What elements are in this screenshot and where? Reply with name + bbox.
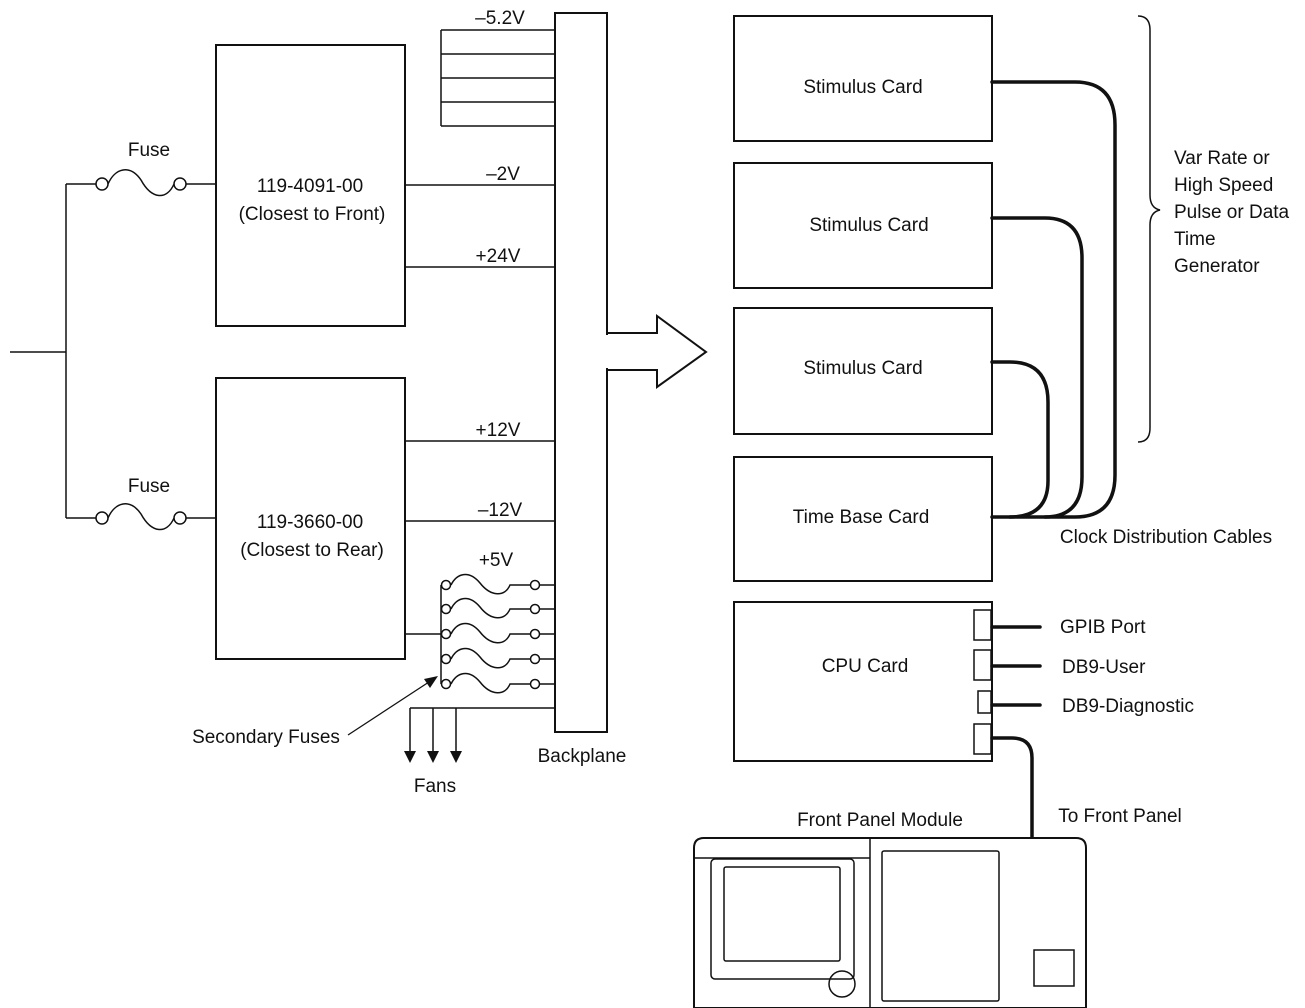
secondary-fuse-2 (440, 597, 555, 619)
generator-note-line-2: High Speed (1174, 175, 1273, 196)
bus-neg2v: –2V (405, 164, 555, 186)
generator-note-line-3: Pulse or Data (1174, 202, 1290, 223)
db9-user-label: DB9-User (1062, 657, 1146, 678)
cpu-card: CPU Card (733, 601, 993, 762)
secondary-fuses-leader-arrow-icon (424, 676, 438, 688)
power-supply-rear-location: (Closest to Rear) (240, 540, 384, 561)
stimulus-card-1-label: Stimulus Card (803, 77, 922, 98)
stimulus-card-2: Stimulus Card (733, 162, 993, 289)
secondary-fuse-bank: +5V (192, 550, 555, 748)
generator-note-line-4: Time (1174, 229, 1216, 250)
distribution-arrow (605, 314, 708, 389)
connector-gpib (973, 609, 992, 641)
bus-pos12v: +12V (405, 420, 555, 442)
power-supply-rear-part: 119-3660-00 (257, 512, 363, 533)
bus-neg5v2: –5.2V (440, 8, 555, 127)
front-panel-module-label: Front Panel Module (797, 810, 963, 831)
front-panel-knob-icon (828, 970, 856, 998)
stimulus-card-3-label: Stimulus Card (803, 358, 922, 379)
backplane: Backplane (538, 12, 627, 767)
fan-arrow-icon (404, 751, 416, 763)
voltage-neg5v2: –5.2V (475, 8, 525, 29)
main-fuse-bottom: Fuse (95, 476, 216, 531)
cpu-ports: GPIB Port DB9-User DB9-Diagnostic (990, 617, 1194, 717)
power-supply-front-part: 119-4091-00 (257, 176, 363, 197)
fan-arrow-icon (450, 751, 462, 763)
voltage-neg2v: –2V (486, 164, 520, 185)
secondary-fuses-leader (347, 679, 433, 736)
fuse-label-bottom: Fuse (128, 476, 170, 497)
front-panel-cable: To Front Panel (990, 736, 1182, 840)
secondary-fuse-5 (440, 672, 555, 694)
ac-input-wiring (10, 183, 96, 519)
voltage-pos12v: +12V (476, 420, 521, 441)
front-panel-display-bezel (710, 858, 855, 980)
generator-note-line-5: Generator (1174, 256, 1260, 277)
time-base-card: Time Base Card (733, 456, 993, 582)
fans-label: Fans (414, 776, 456, 797)
front-panel-display-screen (723, 866, 841, 962)
generator-note-line-1: Var Rate or (1174, 148, 1270, 169)
backplane-label: Backplane (538, 746, 627, 767)
power-supply-rear: 119-3660-00 (Closest to Rear) (215, 377, 406, 660)
secondary-fuse-4 (440, 647, 555, 669)
secondary-fuses-label: Secondary Fuses (192, 727, 340, 748)
voltage-pos24v: +24V (476, 246, 521, 267)
db9-diagnostic-label: DB9-Diagnostic (1062, 696, 1194, 717)
power-supply-front-location: (Closest to Front) (239, 204, 386, 225)
stimulus-card-1: Stimulus Card (733, 15, 993, 142)
bus-pos24v: +24V (405, 246, 555, 268)
front-panel-keypad-area (881, 850, 1000, 1002)
voltage-pos5v: +5V (479, 550, 514, 571)
secondary-fuse-3 (440, 622, 555, 644)
front-panel-module: Front Panel Module (693, 810, 1087, 1008)
generator-group: Var Rate or High Speed Pulse or Data Tim… (1137, 15, 1290, 443)
fan-arrow-icon (427, 751, 439, 763)
secondary-fuse-1 (440, 573, 555, 595)
front-panel-button-icon (1033, 949, 1075, 987)
stimulus-card-2-label: Stimulus Card (809, 215, 928, 236)
time-base-card-label: Time Base Card (793, 507, 930, 528)
main-fuse-top: Fuse (95, 140, 216, 197)
cpu-card-label: CPU Card (822, 656, 909, 677)
gpib-port-label: GPIB Port (1060, 617, 1146, 638)
to-front-panel-label: To Front Panel (1058, 806, 1182, 827)
voltage-neg12v: –12V (478, 500, 523, 521)
fans: Fans (404, 707, 555, 797)
fuse-label-top: Fuse (128, 140, 170, 161)
clock-distribution-cables: Clock Distribution Cables (990, 80, 1272, 548)
clock-cables-label: Clock Distribution Cables (1060, 527, 1272, 548)
generator-brace (1137, 15, 1161, 443)
bus-neg12v: –12V (405, 500, 555, 522)
stimulus-card-3: Stimulus Card (733, 307, 993, 435)
connector-db9-diagnostic (977, 690, 992, 714)
power-supply-front: 119-4091-00 (Closest to Front) (215, 44, 406, 327)
